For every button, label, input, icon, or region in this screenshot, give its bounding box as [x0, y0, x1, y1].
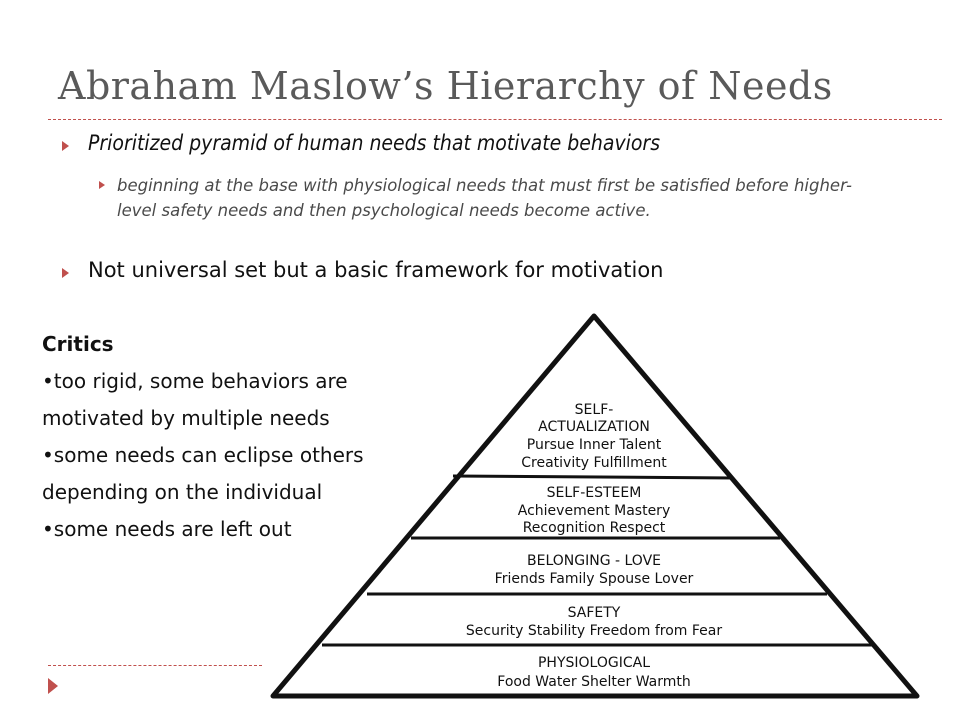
- critics-line: motivated by multiple needs: [42, 406, 330, 430]
- level-text: BELONGING - LOVE: [527, 553, 661, 569]
- pyramid-level-physiological: PHYSIOLOGICAL Food Water Shelter Warmth: [497, 655, 690, 690]
- level-text: Food Water Shelter Warmth: [497, 674, 690, 690]
- bullet-arrow-icon: [62, 268, 69, 278]
- critics-line: depending on the individual: [42, 480, 323, 504]
- critics-box: Critics •too rigid, some behaviors are m…: [42, 326, 482, 548]
- level-text: Pursue Inner Talent: [527, 437, 662, 453]
- page-title: Abraham Maslow’s Hierarchy of Needs: [58, 64, 833, 108]
- footer-divider: [48, 665, 262, 666]
- level-text: Creativity Fulfillment: [521, 455, 667, 471]
- pyramid-level-self-esteem: SELF-ESTEEM Achievement Mastery Recognit…: [518, 485, 670, 536]
- triangle-right-icon: [48, 678, 58, 694]
- critics-line: •some needs are left out: [42, 517, 292, 541]
- pyramid-divider: [452, 474, 734, 480]
- sub-bullet-beginning-at-base: beginning at the base with physiological…: [117, 176, 852, 220]
- level-text: SELF-: [575, 402, 614, 418]
- level-text: SELF-ESTEEM: [547, 485, 642, 501]
- level-text: SAFETY: [568, 605, 621, 621]
- pyramid-outline: [270, 313, 920, 699]
- critics-heading: Critics: [42, 332, 114, 356]
- level-text: Achievement Mastery: [518, 503, 670, 519]
- pyramid-level-belonging-love: BELONGING - LOVE Friends Family Spouse L…: [495, 553, 694, 587]
- level-text: PHYSIOLOGICAL: [538, 655, 650, 671]
- title-divider: [48, 119, 942, 120]
- level-text: Recognition Respect: [523, 520, 666, 536]
- level-text: ACTUALIZATION: [538, 419, 650, 435]
- critics-line: •some needs can eclipse others: [42, 443, 364, 467]
- pyramid-level-safety: SAFETY Security Stability Freedom from F…: [466, 605, 722, 639]
- bullet-prioritized-pyramid: Prioritized pyramid of human needs that …: [88, 131, 661, 155]
- bullet-not-universal: Not universal set but a basic framework …: [88, 258, 664, 282]
- pyramid-level-self-actualization: SELF- ACTUALIZATION Pursue Inner Talent …: [521, 402, 667, 471]
- level-text: Security Stability Freedom from Fear: [466, 623, 722, 639]
- critics-line: •too rigid, some behaviors are: [42, 369, 348, 393]
- sub-bullet-arrow-icon: [99, 181, 105, 189]
- bullet-arrow-icon: [62, 141, 69, 151]
- level-text: Friends Family Spouse Lover: [495, 571, 694, 587]
